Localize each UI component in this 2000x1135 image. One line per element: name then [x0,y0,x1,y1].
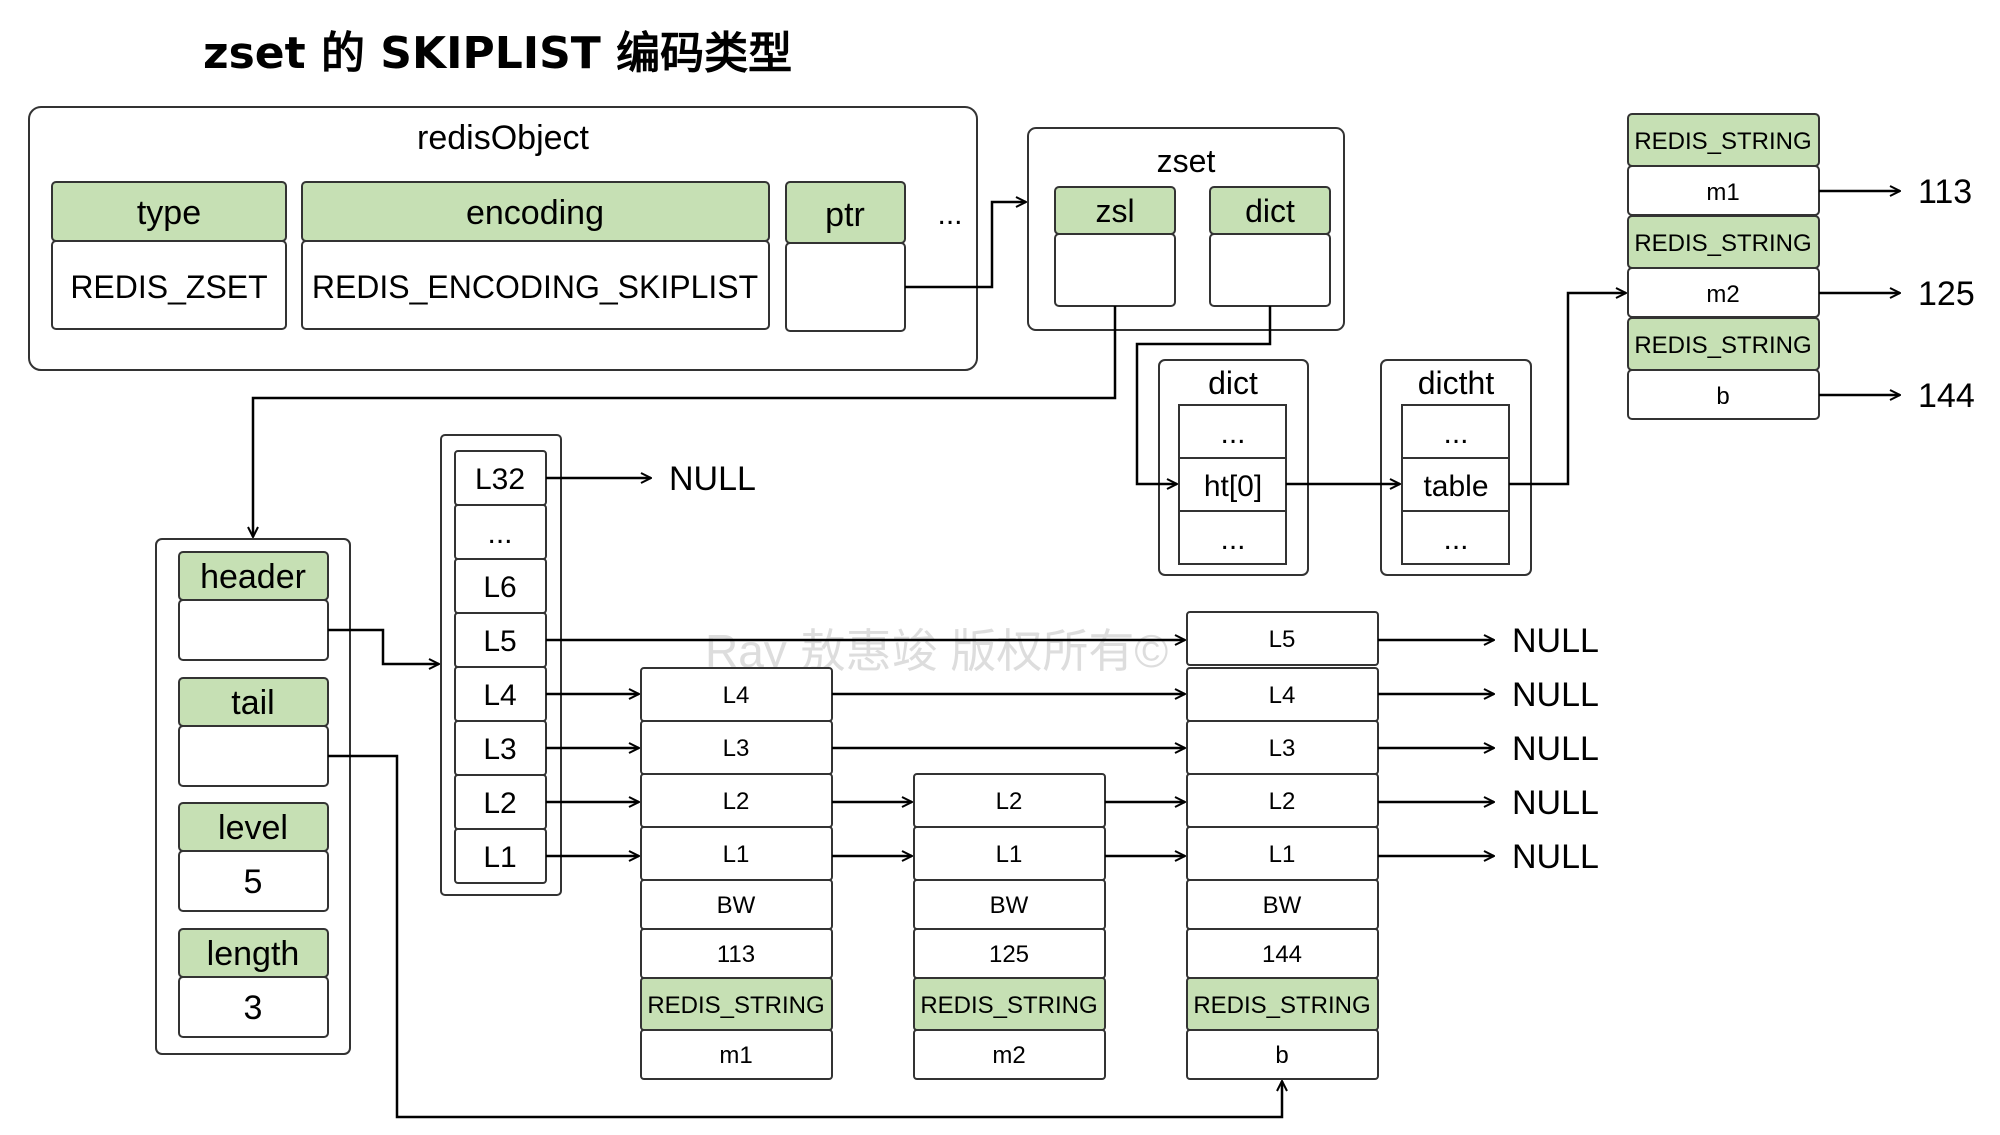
header-level: L1 [483,841,516,874]
dict-struct: dict ... ht[0] ... [1158,359,1309,576]
node-backward: BW [717,892,756,919]
redis-object-label: redisObject [417,119,590,157]
page-title: zset 的 SKIPLIST 编码类型 [203,28,792,79]
connectors [253,202,1626,1119]
zskiplist-field-label: tail [231,684,274,722]
null-label: NULL [1512,622,1599,660]
hash-entry-type: REDIS_STRING [1634,128,1811,155]
node-level: L4 [723,682,750,709]
node-level: L1 [723,841,750,868]
node-backward: BW [990,892,1029,919]
zsl-label: zsl [1095,193,1134,229]
type-field-label: type [137,194,201,232]
null-label: NULL [1512,676,1599,714]
node-level: L3 [723,735,750,762]
header-level: L5 [483,625,516,658]
null-label: NULL [1512,730,1599,768]
zskiplist-field-value: 3 [244,989,263,1027]
node-obj-type: REDIS_STRING [1193,992,1370,1019]
ptr-field-label: ptr [825,196,865,234]
node-member: b [1275,1042,1288,1069]
node-level: L1 [996,841,1023,868]
hash-entry-score: 125 [1918,275,1975,313]
node-level: L5 [1269,626,1296,653]
node-backward: BW [1263,892,1302,919]
dict-row: ... [1220,523,1245,556]
node-level: L1 [1269,841,1296,868]
skiplist-node: L5 L4 L3 L2 L1 BW 144 REDIS_STRING b [1186,611,1379,1080]
dict-row: ... [1220,417,1245,450]
zskiplist-field-label: length [207,935,300,973]
node-obj-type: REDIS_STRING [920,992,1097,1019]
header-level: L3 [483,733,516,766]
header-level: L4 [483,679,516,712]
zset-dict-label: dict [1245,193,1295,229]
header-level: L2 [483,787,516,820]
zset-label: zset [1157,143,1216,179]
header-level: L32 [475,463,525,496]
node-level: L3 [1269,735,1296,762]
hash-entry-score: 113 [1918,173,1972,211]
zskiplist-field-label: header [200,558,306,596]
node-score: 125 [989,941,1029,968]
null-label: NULL [669,460,756,498]
zskiplist-field-value: 5 [244,863,263,901]
hash-entry-score: 144 [1918,377,1975,415]
header-level: L6 [483,571,516,604]
hash-entries: REDIS_STRING m1 REDIS_STRING m2 REDIS_ST… [1627,113,1975,420]
dict-label: dict [1208,365,1258,401]
encoding-field-label: encoding [466,194,604,232]
null-label: NULL [1512,838,1599,876]
redis-object: redisObject type REDIS_ZSET encoding RED… [28,106,978,371]
dictht-row: ... [1443,417,1468,450]
hash-entry-member: m1 [1706,179,1739,206]
dictht-row: ... [1443,523,1468,556]
null-label: NULL [1512,784,1599,822]
hash-entry-member: m2 [1706,281,1739,308]
redis-object-ellipsis: ... [937,198,962,231]
node-level: L2 [1269,788,1296,815]
tail-pointer-cell [178,725,329,787]
zsl-pointer-cell [1054,233,1176,307]
dict-row: ht[0] [1204,470,1262,503]
skiplist-node: L4 L3 L2 L1 BW 113 REDIS_STRING m1 [640,667,833,1080]
node-level: L4 [1269,682,1296,709]
node-level: L2 [723,788,750,815]
node-member: m2 [992,1042,1025,1069]
header-pointer-cell [178,599,329,661]
header-node: L32 ... L6 L5 L4 L3 L2 L1 [440,434,562,896]
zskiplist-struct: header tail level 5 length 3 [155,538,351,1055]
node-level: L2 [996,788,1023,815]
type-field-value: REDIS_ZSET [70,269,267,305]
dictht-label: dictht [1418,365,1495,401]
zset-dict-pointer-cell [1209,233,1331,307]
node-score: 144 [1262,941,1302,968]
node-obj-type: REDIS_STRING [647,992,824,1019]
node-member: m1 [719,1042,752,1069]
skiplist-node: L2 L1 BW 125 REDIS_STRING m2 [913,773,1106,1080]
hash-entry-type: REDIS_STRING [1634,332,1811,359]
header-level: ... [487,517,512,550]
hash-entry-member: b [1716,383,1729,410]
dictht-row: table [1423,470,1488,503]
encoding-field-value: REDIS_ENCODING_SKIPLIST [312,269,758,305]
zset-struct: zset zsl dict [1027,127,1345,331]
ptr-field-value [785,242,906,332]
zskiplist-field-label: level [218,809,288,847]
dictht-struct: dictht ... table ... [1380,359,1532,576]
node-score: 113 [717,941,755,968]
hash-entry-type: REDIS_STRING [1634,230,1811,257]
